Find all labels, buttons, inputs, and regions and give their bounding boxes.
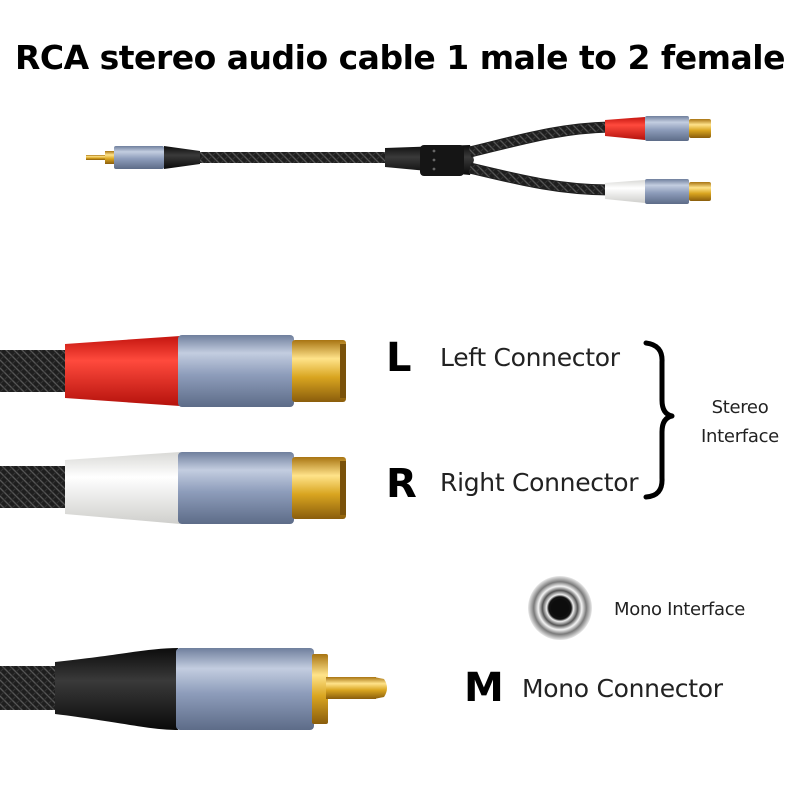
left-connector-label: Left Connector [440, 343, 620, 372]
y-splitter-cable [86, 116, 711, 204]
female-rca-red [0, 335, 346, 407]
stereo-interface-label: Stereo Interface [680, 393, 800, 451]
male-rca-plug [0, 648, 387, 730]
brace-icon [643, 340, 675, 500]
right-letter: R [386, 461, 417, 507]
female-rca-white [0, 452, 346, 524]
mono-letter: M [464, 665, 504, 711]
mono-jack-icon [528, 576, 592, 640]
stereo-line-2: Interface [701, 426, 779, 447]
left-letter: L [386, 335, 412, 381]
mono-connector-label: Mono Connector [522, 674, 723, 703]
mono-interface-label: Mono Interface [614, 599, 746, 620]
stereo-line-1: Stereo [711, 397, 769, 418]
page-title: RCA stereo audio cable 1 male to 2 femal… [14, 38, 786, 77]
right-connector-label: Right Connector [440, 468, 639, 497]
